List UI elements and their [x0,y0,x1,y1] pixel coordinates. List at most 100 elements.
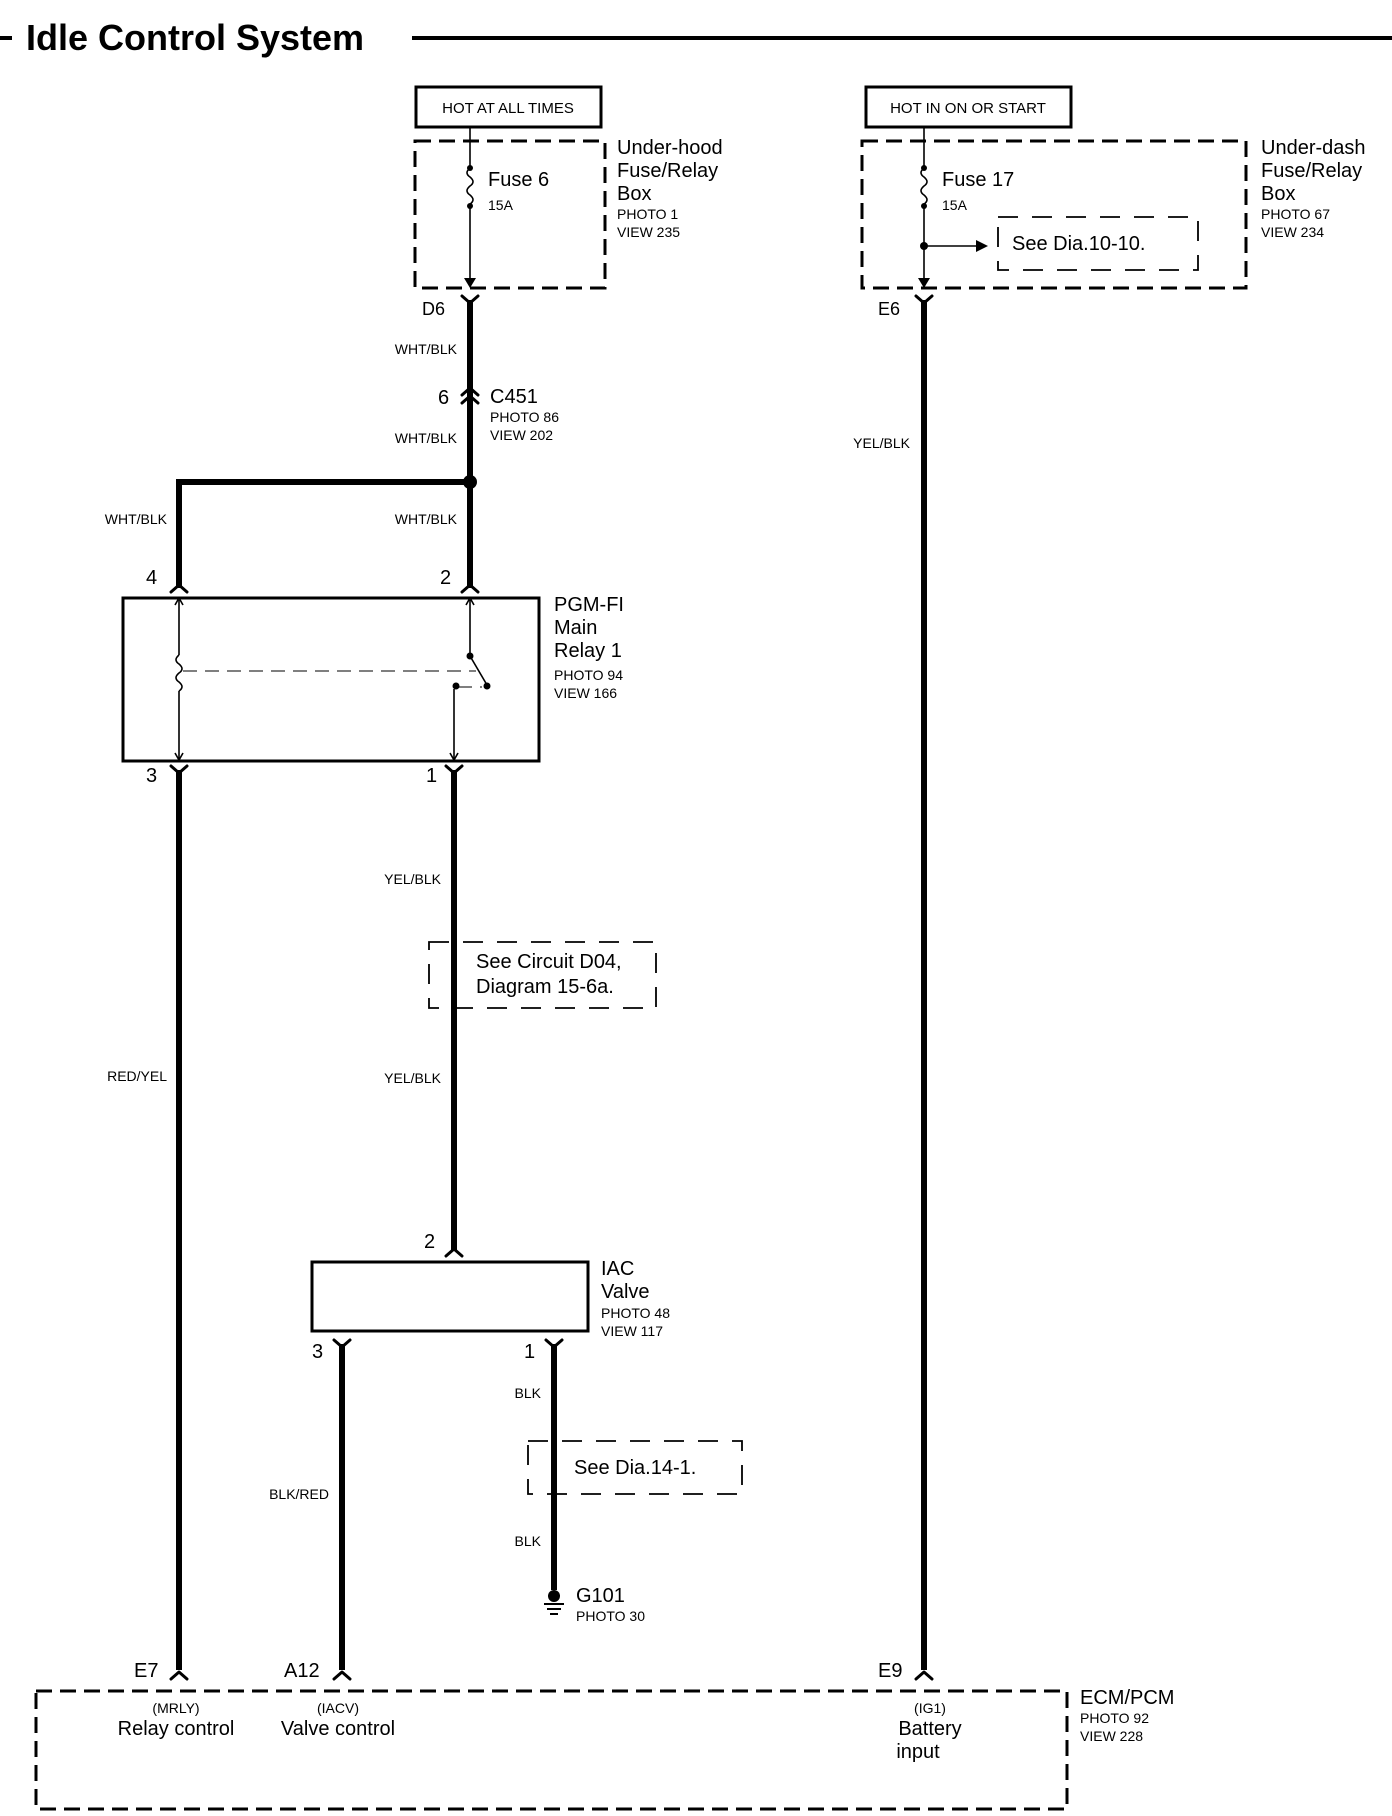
iac-view: VIEW 117 [601,1323,663,1339]
underhood-box-view: VIEW 235 [617,224,680,240]
wire-label-relay3-e7: RED/YEL [107,1068,167,1084]
ecm-e7-label: Relay control [118,1718,235,1740]
fuse17-symbol [920,167,928,205]
pin-e6-marker [914,294,934,305]
ecm-photo: PHOTO 92 [1080,1710,1149,1726]
terminal-d6: D6 [422,299,445,319]
relay-pin3-marker [169,764,189,775]
wire-label-c451-below: WHT/BLK [395,430,458,446]
fuse17-rating: 15A [942,197,968,213]
see-circuit-d04-box [428,941,657,1009]
relay-pin3-label: 3 [146,765,157,787]
fuse17-output-arrow [918,278,930,288]
see-dia-10-10-note: See Dia.10-10. [1012,233,1145,255]
ecm-pin-a12-marker [332,1670,352,1681]
ecm-e9-label-1: Battery [898,1718,961,1740]
see-dia-14-1-note: See Dia.14-1. [574,1457,696,1479]
iac-pin1-marker [544,1338,564,1349]
iac-pin2-label: 2 [424,1231,435,1253]
see-circuit-d04-line1: See Circuit D04, [476,951,622,973]
relay-top-right-arrow [465,596,475,606]
underdash-box-photo: PHOTO 67 [1261,206,1330,222]
wire-label-e6-e9: YEL/BLK [853,435,910,451]
underdash-box-view: VIEW 234 [1261,224,1324,240]
relay-top-left-arrow [174,596,184,606]
c451-name: C451 [490,386,538,408]
c451-marker [460,386,480,405]
see-dia-10-10-box [997,216,1199,271]
wire-label-relay1-upper: YEL/BLK [384,871,441,887]
relay-photo: PHOTO 94 [554,667,623,683]
hot-at-all-times-label: HOT AT ALL TIMES [442,100,574,117]
pgm-fi-main-relay-1-box [121,596,541,763]
g101-photo: PHOTO 30 [576,1608,645,1624]
relay-view: VIEW 166 [554,685,617,701]
see-dia-14-1-box [527,1440,743,1495]
c451-view: VIEW 202 [490,427,553,443]
relay-switch-blade [469,655,488,686]
iac-photo: PHOTO 48 [601,1305,670,1321]
relay-pin2-marker [460,583,480,594]
iac-pin1-label: 1 [524,1341,535,1363]
relay-name-1: PGM-FI [554,594,624,616]
hot-at-all-times-box [414,85,603,129]
ecm-name: ECM/PCM [1080,1687,1174,1709]
ecm-pcm-box [34,1689,1069,1811]
underdash-fuse-relay-box [860,139,1248,290]
fuse6-name: Fuse 6 [488,169,549,191]
relay-coil-icon [175,654,183,692]
ecm-e7-code: (MRLY) [152,1700,199,1716]
ecm-pin-e7-marker [169,1670,189,1681]
underdash-box-name-2: Fuse/Relay [1261,160,1362,182]
c451-photo: PHOTO 86 [490,409,559,425]
wire-label-d6-c451: WHT/BLK [395,341,458,357]
ecm-pin-a12: A12 [284,1660,320,1682]
underhood-box-name-1: Under-hood [617,137,723,159]
wire-label-iac1-upper: BLK [515,1385,542,1401]
ecm-pin-e9-marker [914,1670,934,1681]
fuse17-branch-arrow [976,240,988,252]
underhood-box-name-3: Box [617,183,651,205]
relay-name-3: Relay 1 [554,640,622,662]
see-circuit-d04-line2: Diagram 15-6a. [476,976,614,998]
relay-pin4-label: 4 [146,567,157,589]
ecm-pin-e7: E7 [134,1660,158,1682]
relay-bottom-left-arrow [174,752,184,762]
underhood-fuse-relay-box [413,139,607,290]
c451-pin: 6 [438,387,449,409]
underdash-box-name-1: Under-dash [1261,137,1366,159]
wire-label-relay-pin2: WHT/BLK [395,511,458,527]
ecm-a12-code: (IACV) [317,1700,359,1716]
fuse6-symbol [466,167,474,205]
ground-icon [544,1603,564,1615]
underhood-box-name-2: Fuse/Relay [617,160,718,182]
wire-label-iac1-lower: BLK [515,1533,542,1549]
relay-pin4-marker [169,583,189,594]
relay-pin2-label: 2 [440,567,451,589]
fuse6-output-arrow [464,278,476,288]
ground-node [548,1590,560,1602]
fuse17-name: Fuse 17 [942,169,1014,191]
ecm-a12-label: Valve control [281,1718,395,1740]
relay-pin1-label: 1 [426,765,437,787]
underhood-box-photo: PHOTO 1 [617,206,678,222]
fuse6-rating: 15A [488,197,514,213]
wire-label-iac3-a12: BLK/RED [269,1486,329,1502]
iac-name-2: Valve [601,1281,650,1303]
hot-in-on-or-start-box [864,85,1073,129]
iac-pin2-marker [444,1247,464,1258]
underdash-box-name-3: Box [1261,183,1295,205]
iac-pin3-marker [332,1338,352,1349]
ecm-e9-code: (IG1) [914,1700,946,1716]
wire-label-relay-pin4: WHT/BLK [105,511,168,527]
ecm-e9-label-2: input [896,1741,940,1763]
ecm-view: VIEW 228 [1080,1728,1143,1744]
relay-bottom-right-arrow [449,752,459,762]
ecm-pin-e9: E9 [878,1660,902,1682]
wire-label-relay1-lower: YEL/BLK [384,1070,441,1086]
relay-pin1-marker [444,764,464,775]
g101-name: G101 [576,1585,625,1607]
page-title: Idle Control System [26,17,364,58]
wire-splice-to-relay-pin4 [176,479,470,588]
